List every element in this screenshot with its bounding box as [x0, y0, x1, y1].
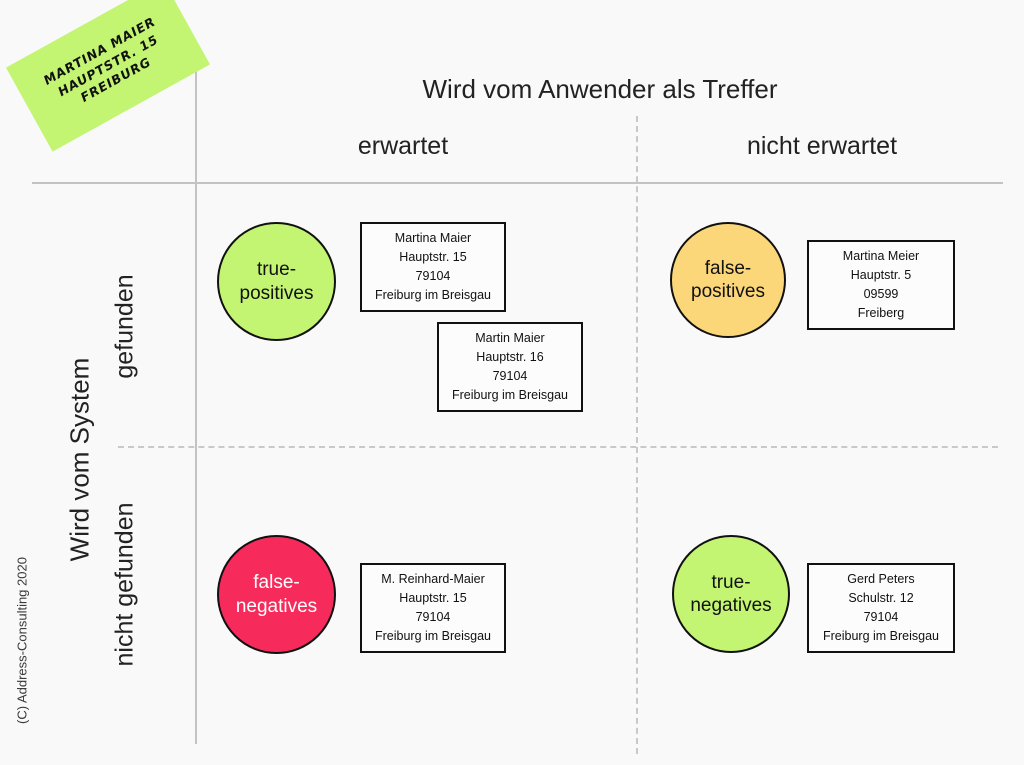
sticky-note-query: MARTINA MAIER HAUPTSTR. 15 FREIBURG [6, 0, 210, 152]
address-name: Martina Maier [394, 231, 472, 245]
address-city: Freiberg [857, 306, 905, 320]
address-city: Freiburg im Breisgau [451, 388, 568, 402]
divider-dashed-horizontal [118, 446, 998, 448]
address-zip: 09599 [863, 287, 899, 301]
bubble-true-positives[interactable]: true- positives [217, 222, 336, 341]
address-city: Freiburg im Breisgau [374, 288, 491, 302]
bubble-label-line-1: true- [256, 259, 297, 281]
address-card: Martina Maier Hauptstr. 15 79104 Freibur… [360, 222, 506, 312]
column-header-not-expected: nicht erwartet [746, 132, 898, 160]
axis-line-vertical [195, 42, 197, 744]
bubble-false-negatives[interactable]: false- negatives [217, 535, 336, 654]
address-card: Gerd Peters Schulstr. 12 79104 Freiburg … [807, 563, 955, 653]
address-zip: 79104 [415, 269, 451, 283]
address-street: Hauptstr. 16 [476, 350, 544, 364]
address-street: Hauptstr. 15 [399, 591, 467, 605]
bubble-label-line-1: true- [711, 571, 751, 593]
address-street: Hauptstr. 15 [399, 250, 467, 264]
axis-line-horizontal [32, 182, 1003, 184]
address-street: Schulstr. 12 [848, 591, 914, 605]
bubble-label-line-2: negatives [235, 595, 318, 617]
bubble-label-line-1: false- [704, 257, 752, 279]
address-street: Hauptstr. 5 [850, 268, 912, 282]
bubble-true-negatives[interactable]: true- negatives [672, 535, 790, 653]
address-card: Martin Maier Hauptstr. 16 79104 Freiburg… [437, 322, 583, 412]
divider-dashed-vertical [636, 116, 638, 754]
copyright-label: (C) Address-Consulting 2020 [14, 557, 30, 724]
address-zip: 79104 [415, 610, 451, 624]
address-zip: 79104 [863, 610, 899, 624]
address-name: Martina Meier [842, 249, 920, 263]
address-zip: 79104 [492, 369, 528, 383]
address-name: Martin Maier [475, 331, 545, 345]
address-city: Freiburg im Breisgau [822, 629, 939, 643]
address-card: M. Reinhard-Maier Hauptstr. 15 79104 Fre… [360, 563, 506, 653]
address-name: M. Reinhard-Maier [381, 572, 485, 586]
address-city: Freiburg im Breisgau [374, 629, 491, 643]
address-name: Gerd Peters [847, 572, 915, 586]
bubble-label-line-2: negatives [690, 595, 772, 616]
bubble-label-line-2: positives [239, 282, 314, 304]
bubble-false-positives[interactable]: false- positives [670, 222, 786, 338]
bubble-label-line-1: false- [253, 572, 300, 594]
row-header-not-found: nicht gefunden [110, 502, 139, 667]
row-header-title: Wird vom System [64, 357, 95, 562]
bubble-label-line-2: positives [691, 281, 765, 302]
address-card: Martina Meier Hauptstr. 5 09599 Freiberg [807, 240, 955, 330]
column-header-title: Wird vom Anwender als Treffer [422, 74, 778, 104]
column-header-expected: erwartet [357, 132, 449, 160]
